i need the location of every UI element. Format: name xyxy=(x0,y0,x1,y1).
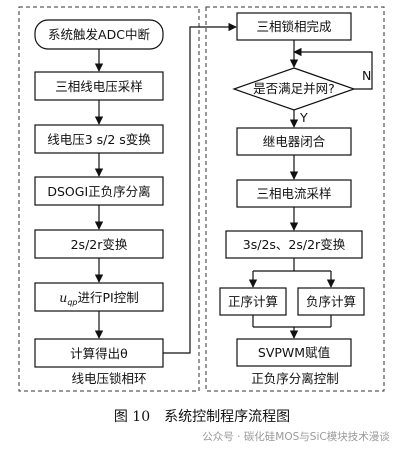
svg-text:负序计算: 负序计算 xyxy=(306,294,356,309)
right-group-frame xyxy=(205,6,385,392)
node-current-sampling: 三相电流采样 xyxy=(236,179,352,208)
node-3s2s-transform: 线电压3 s/2 s变换 xyxy=(34,124,164,154)
node-voltage-sampling: 三相线电压采样 xyxy=(34,71,164,101)
node-pi-control: uqp进行PI控制 xyxy=(34,282,164,312)
node-relay-closed: 继电器闭合 xyxy=(236,127,352,156)
node-negative-seq: 负序计算 xyxy=(297,287,365,316)
right-group-label: 正负序分离控制 xyxy=(251,371,339,386)
watermark: 公众号 · 碳化硅MOS与SiC模块技术漫谈 xyxy=(202,430,390,443)
svg-text:SVPWM赋值: SVPWM赋值 xyxy=(258,345,330,360)
svg-text:是否满足并网?: 是否满足并网? xyxy=(253,81,335,96)
svg-text:3s/2s、2s/2r变换: 3s/2s、2s/2r变换 xyxy=(243,237,346,252)
svg-text:三相锁相完成: 三相锁相完成 xyxy=(256,19,331,34)
node-compute-theta: 计算得出θ xyxy=(34,338,164,368)
arrow-no-loop xyxy=(293,47,373,90)
node-dsogi: DSOGI正负序分离 xyxy=(34,176,164,206)
svg-text:计算得出θ: 计算得出θ xyxy=(70,346,128,361)
node-positive-seq: 正序计算 xyxy=(219,287,287,316)
svg-text:DSOGI正负序分离: DSOGI正负序分离 xyxy=(47,184,150,199)
node-grid-decision: 是否满足并网? xyxy=(232,67,356,111)
node-svpwm: SVPWM赋值 xyxy=(236,338,352,367)
svg-text:三相电流采样: 三相电流采样 xyxy=(256,186,331,201)
label-no: N xyxy=(362,68,371,83)
svg-text:三相线电压采样: 三相线电压采样 xyxy=(55,79,143,94)
figure-caption: 图 10 系统控制程序流程图 xyxy=(114,409,290,425)
svg-text:继电器闭合: 继电器闭合 xyxy=(263,134,326,149)
svg-text:uqp进行PI控制: uqp进行PI控制 xyxy=(59,290,138,307)
node-current-transform: 3s/2s、2s/2r变换 xyxy=(225,230,363,259)
node-2s2r-transform: 2s/2r变换 xyxy=(34,229,164,259)
arrow-cross-connector xyxy=(163,22,237,354)
label-yes: Y xyxy=(299,110,308,125)
svg-text:线电压3 s/2 s变换: 线电压3 s/2 s变换 xyxy=(47,132,151,147)
node-adc-interrupt: 系统触发ADC中断 xyxy=(34,19,164,50)
svg-text:2s/2r变换: 2s/2r变换 xyxy=(71,237,128,252)
svg-text:正序计算: 正序计算 xyxy=(228,294,278,309)
left-group-frame xyxy=(18,6,200,392)
svg-text:系统触发ADC中断: 系统触发ADC中断 xyxy=(48,27,150,42)
left-group-label: 线电压锁相环 xyxy=(71,371,146,386)
node-pll-complete: 三相锁相完成 xyxy=(236,12,352,41)
